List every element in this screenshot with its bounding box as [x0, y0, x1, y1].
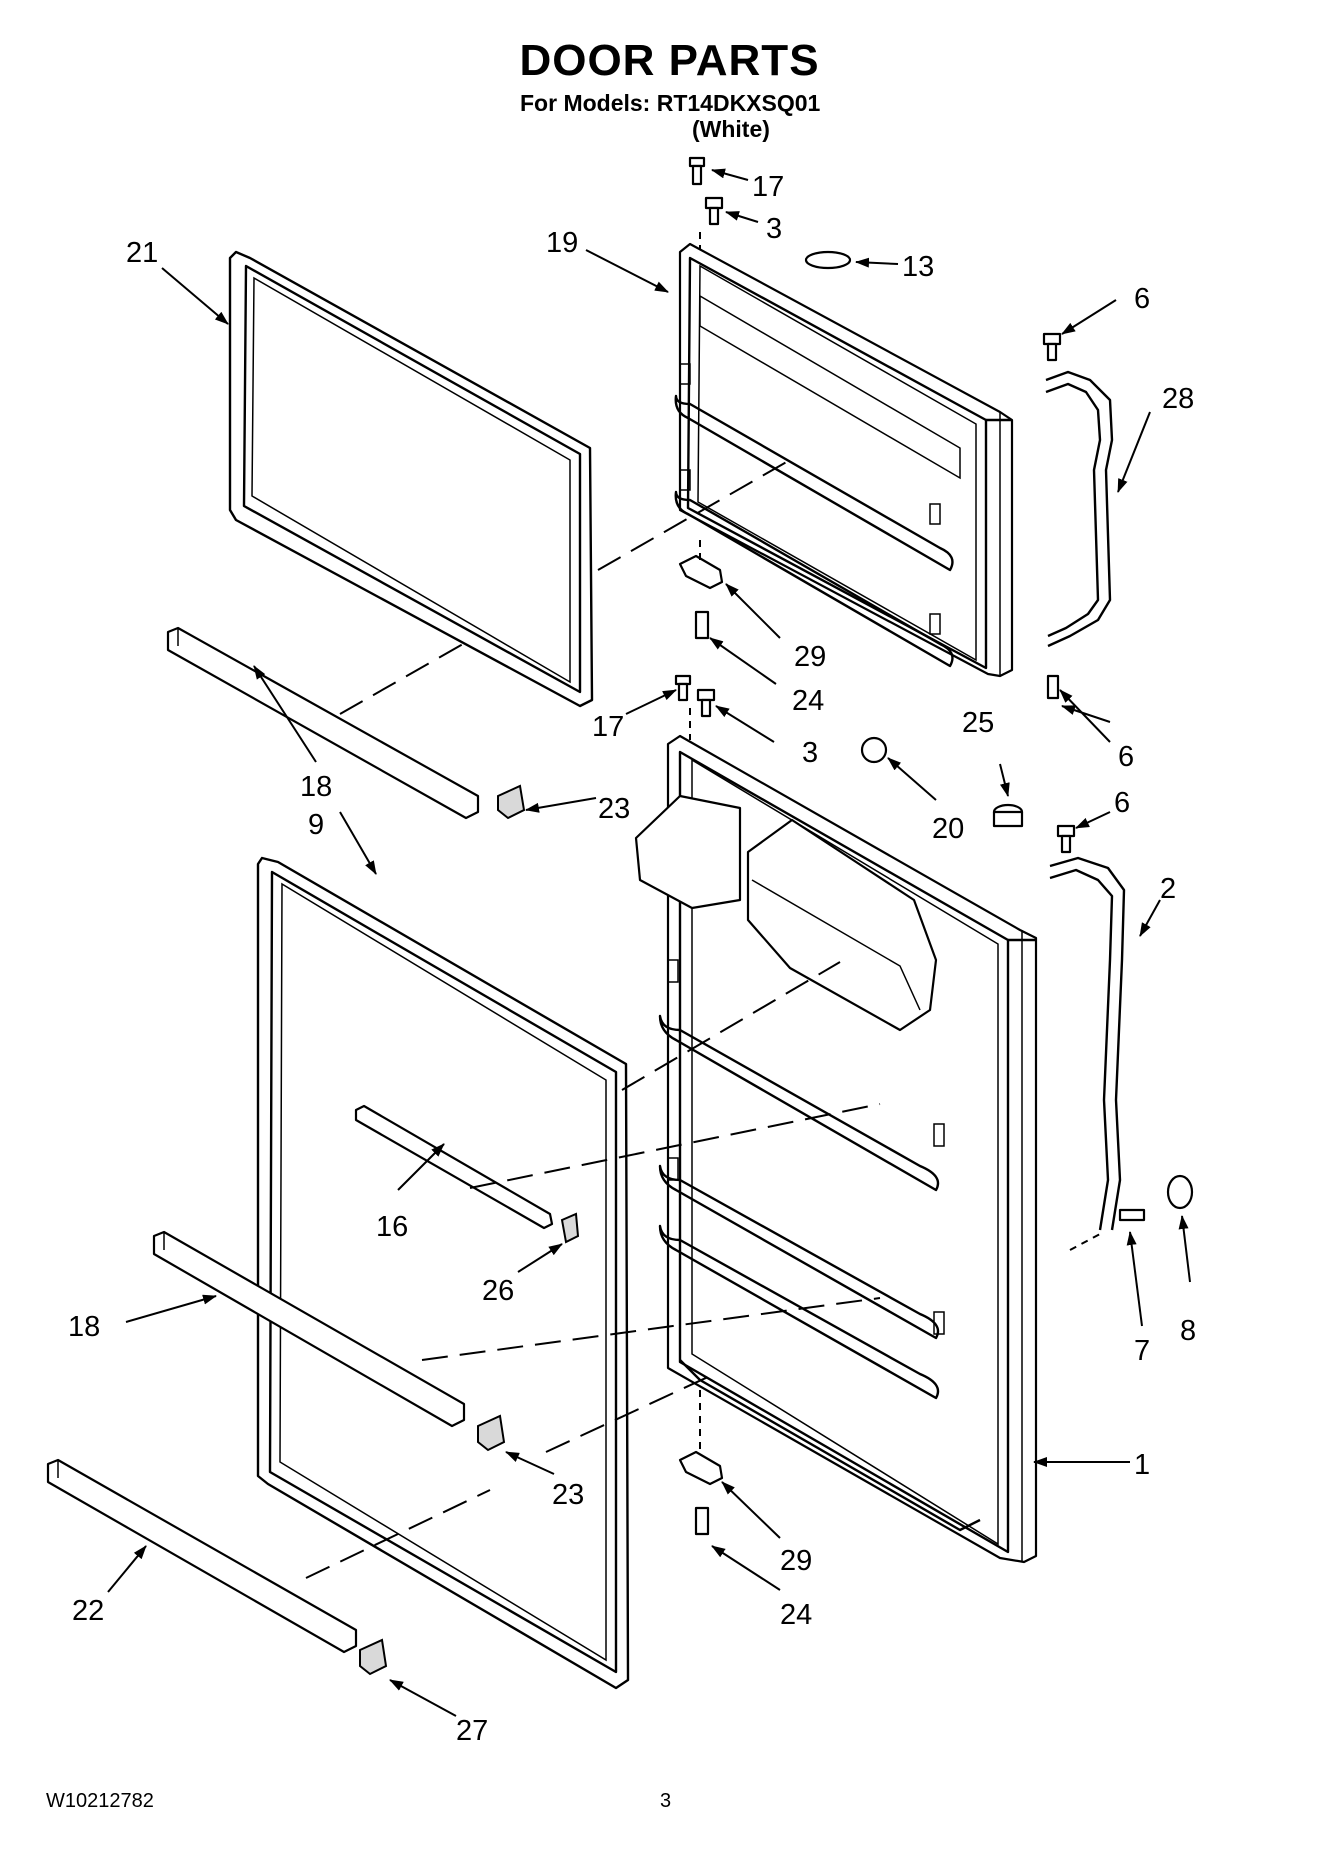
- callout-17-top: 17: [752, 171, 784, 203]
- callout-29-lower: 29: [780, 1545, 812, 1577]
- leader-arrows: [107, 168, 1191, 1717]
- handle-28: [1045, 370, 1114, 648]
- breaker-strip-22: [46, 1458, 358, 1654]
- callout-18-upper: 18: [300, 771, 332, 803]
- breaker-strip-18-upper: [166, 626, 480, 820]
- screw-3-top: [704, 196, 724, 226]
- document-number: W10212782: [46, 1790, 154, 1812]
- callout-6-a: 6: [1134, 283, 1150, 315]
- callout-17-mid: 17: [592, 711, 624, 743]
- clip-27: [359, 1638, 388, 1676]
- callout-29-upper: 29: [794, 641, 826, 673]
- callout-8: 8: [1180, 1315, 1196, 1347]
- callout-23-upper: 23: [598, 793, 630, 825]
- callout-28: 28: [1162, 383, 1194, 415]
- screw-6-a: [1042, 332, 1062, 362]
- freezer-gasket-21: [228, 250, 594, 708]
- callout-25: 25: [962, 707, 994, 739]
- freezer-door-19: [674, 242, 1014, 678]
- callout-1: 1: [1134, 1449, 1150, 1481]
- callout-7: 7: [1134, 1335, 1150, 1367]
- fresh-food-door-1: [634, 734, 1038, 1564]
- screw-6-b: [1046, 674, 1060, 700]
- callout-22: 22: [72, 1595, 104, 1627]
- alignment-lines: [305, 232, 1101, 1579]
- callout-13: 13: [902, 251, 934, 283]
- color-line: (White): [692, 116, 770, 142]
- callout-18-lower: 18: [68, 1311, 100, 1343]
- callout-23-lower: 23: [552, 1479, 584, 1511]
- callout-3-mid: 3: [802, 737, 818, 769]
- screw-6-c: [1056, 824, 1076, 854]
- screw-3-mid: [696, 688, 716, 718]
- callout-24-lower: 24: [780, 1599, 812, 1631]
- handle-2: [1049, 856, 1126, 1231]
- plug-13: [804, 250, 852, 270]
- callout-6-b: 6: [1118, 741, 1134, 773]
- hinge-29-upper: [678, 554, 724, 590]
- model-line: For Models: RT14DKXSQ01: [520, 90, 821, 116]
- cam-20: [860, 736, 888, 764]
- callout-27: 27: [456, 1715, 488, 1747]
- callout-3-top: 3: [766, 213, 782, 245]
- callout-19: 19: [546, 227, 578, 259]
- clip-23-lower: [477, 1414, 506, 1452]
- hinge-29-lower: [678, 1450, 724, 1486]
- plug-25: [992, 803, 1024, 828]
- callout-16: 16: [376, 1211, 408, 1243]
- callout-labels: 21 19 17 3 13 6 28 29 24 17 3 18 23 9 20…: [68, 171, 1196, 1747]
- clip-23-upper: [497, 784, 526, 820]
- clip-26: [560, 1212, 580, 1244]
- cover-8: [1166, 1174, 1194, 1210]
- callout-2: 2: [1160, 873, 1176, 905]
- page-number: 3: [660, 1790, 672, 1812]
- fresh-food-gasket-9: [256, 856, 630, 1690]
- callout-9: 9: [308, 809, 324, 841]
- screw-7: [1118, 1208, 1146, 1222]
- breaker-strip-16: [354, 1104, 554, 1230]
- screw-17-mid: [674, 674, 692, 702]
- screw-24-lower: [694, 1506, 710, 1536]
- callout-21: 21: [126, 237, 158, 269]
- callout-6-c: 6: [1114, 787, 1130, 819]
- callout-24-upper: 24: [792, 685, 824, 717]
- breaker-strip-18-lower: [152, 1230, 466, 1428]
- page-title: DOOR PARTS: [519, 36, 820, 85]
- screw-24-upper: [694, 610, 710, 640]
- screw-17-top: [688, 156, 706, 186]
- callout-20: 20: [932, 813, 964, 845]
- callout-26: 26: [482, 1275, 514, 1307]
